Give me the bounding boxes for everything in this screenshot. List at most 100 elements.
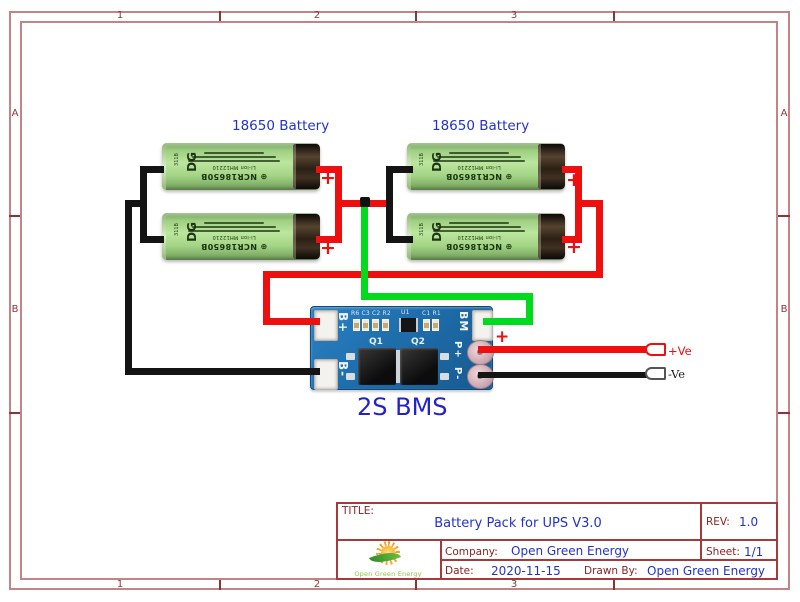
bms-caption[interactable]: 2S BMS — [357, 393, 448, 421]
ruler-col-label: 1 — [116, 579, 124, 590]
wire-red[interactable] — [596, 200, 603, 278]
wire-red[interactable] — [316, 166, 340, 173]
battery-model: ⊕ NCR18650B — [200, 172, 268, 181]
battery-chemistry: Li-ion MH12210 — [212, 164, 256, 170]
bms-silk-q1: Q1 — [369, 337, 383, 347]
date-value[interactable]: 2020-11-15 — [491, 564, 561, 578]
net-label-negative[interactable]: -Ve — [668, 367, 686, 381]
battery-warning-line — [437, 156, 521, 158]
smd-component — [382, 319, 389, 331]
title-label: TITLE: — [342, 505, 374, 517]
battery-cell-1[interactable]: DG 311B ⊕ NCR18650B Li-ion MH12210 — [162, 143, 320, 190]
polarity-plus[interactable]: + — [320, 237, 336, 259]
ruler-tick — [613, 11, 615, 21]
wire-black[interactable] — [140, 236, 164, 243]
wire-red[interactable] — [478, 346, 648, 353]
net-label-positive[interactable]: +Ve — [668, 344, 692, 358]
wire-red[interactable] — [263, 271, 603, 278]
net-flag-negative[interactable] — [645, 367, 666, 380]
battery-cell-4[interactable]: DG 311B ⊕ NCR18650B Li-ion MH12210 — [407, 213, 565, 260]
logo-text: Open Green Energy — [354, 570, 422, 578]
battery-cell-3[interactable]: DG 311B ⊕ NCR18650B Li-ion MH12210 — [407, 143, 565, 190]
bms-silk-p-plus: P+ — [452, 341, 463, 359]
wire-black[interactable] — [478, 372, 648, 378]
wire-green[interactable] — [361, 204, 368, 300]
bms-silk-q2: Q2 — [411, 337, 425, 347]
wire-red[interactable] — [575, 200, 603, 207]
wire-black[interactable] — [125, 200, 147, 207]
rev-value[interactable]: 1.0 — [739, 515, 759, 529]
rev-label: REV: — [706, 516, 730, 528]
ruler-col-label: 3 — [510, 579, 518, 590]
battery-wrap-text: ⊕ NCR18650B Li-ion MH12210 — [423, 146, 535, 187]
battery-group-label-left[interactable]: 18650 Battery — [232, 118, 330, 134]
bms-silk-u1: U1 — [401, 309, 410, 316]
ruler-tick — [778, 215, 790, 217]
battery-wrap-text: ⊕ NCR18650B Li-ion MH12210 — [178, 146, 290, 187]
bms-silk-b-plus: B+ — [336, 312, 350, 334]
bms-board[interactable]: B+ B- BM P+ P- R6 C3 C2 R2 U1 C1 R1 Q1 Q… — [310, 306, 494, 390]
polarity-plus[interactable]: + — [566, 169, 582, 191]
solder-tab — [440, 353, 449, 360]
battery-negative-end — [162, 213, 166, 260]
battery-model: ⊕ NCR18650B — [445, 172, 513, 181]
date-label: Date: — [445, 565, 474, 577]
solder-tab — [346, 353, 355, 360]
battery-warning-line — [204, 222, 264, 224]
battery-warning-line — [433, 160, 525, 162]
wire-red[interactable] — [263, 271, 270, 325]
battery-warning-line — [192, 156, 276, 158]
ruler-col-label: 2 — [313, 579, 321, 590]
battery-warning-line — [192, 226, 276, 228]
bms-mosfet-q1 — [358, 348, 396, 385]
wire-red[interactable] — [263, 318, 320, 325]
title-value[interactable]: Battery Pack for UPS V3.0 — [434, 516, 602, 531]
ruler-col-label: 3 — [510, 10, 518, 21]
wire-green[interactable] — [361, 293, 533, 300]
ruler-tick — [613, 580, 615, 590]
title-block-line — [700, 502, 702, 560]
sheet-value[interactable]: 1/1 — [744, 545, 764, 559]
solder-tab — [346, 373, 355, 380]
ruler-tick — [219, 580, 221, 590]
bms-silk-bm: BM — [457, 311, 470, 333]
wire-green[interactable] — [483, 318, 533, 325]
wire-black[interactable] — [125, 200, 132, 375]
smd-component — [372, 319, 379, 331]
ruler-row-label: A — [780, 108, 788, 119]
ruler-tick — [415, 11, 417, 21]
polarity-plus[interactable]: + — [495, 327, 510, 347]
ruler-tick — [778, 412, 790, 414]
battery-warning-line — [204, 152, 264, 154]
battery-cell-2[interactable]: DG 311B ⊕ NCR18650B Li-ion MH12210 — [162, 213, 320, 260]
wire-black[interactable] — [389, 236, 413, 243]
title-block — [336, 502, 778, 580]
wire-black[interactable] — [386, 166, 393, 243]
drawn-by-value[interactable]: Open Green Energy — [647, 564, 766, 578]
battery-positive-cap — [538, 144, 565, 189]
battery-chemistry: Li-ion MH12210 — [457, 234, 501, 240]
wire-green[interactable] — [526, 293, 533, 325]
battery-warning-line — [437, 226, 521, 228]
battery-group-label-right[interactable]: 18650 Battery — [432, 118, 530, 134]
battery-chemistry: Li-ion MH12210 — [212, 234, 256, 240]
battery-wrap-text: ⊕ NCR18650B Li-ion MH12210 — [423, 216, 535, 257]
wire-red[interactable] — [562, 236, 579, 243]
company-label: Company: — [445, 546, 498, 558]
bms-pad-b-plus — [314, 310, 338, 341]
wire-red[interactable] — [316, 236, 340, 243]
wire-black[interactable] — [125, 368, 320, 375]
ruler-row-label: A — [11, 108, 19, 119]
ruler-tick — [219, 11, 221, 21]
wire-red[interactable] — [562, 166, 579, 173]
smd-component — [362, 319, 369, 331]
wire-black[interactable] — [140, 166, 164, 173]
company-value[interactable]: Open Green Energy — [511, 544, 630, 558]
wire-black[interactable] — [389, 166, 413, 173]
polarity-plus[interactable]: + — [566, 236, 582, 258]
battery-model: ⊕ NCR18650B — [445, 242, 513, 251]
battery-positive-cap — [293, 144, 320, 189]
polarity-plus[interactable]: + — [320, 167, 336, 189]
battery-warning-line — [433, 230, 525, 232]
net-flag-positive[interactable] — [645, 343, 666, 356]
